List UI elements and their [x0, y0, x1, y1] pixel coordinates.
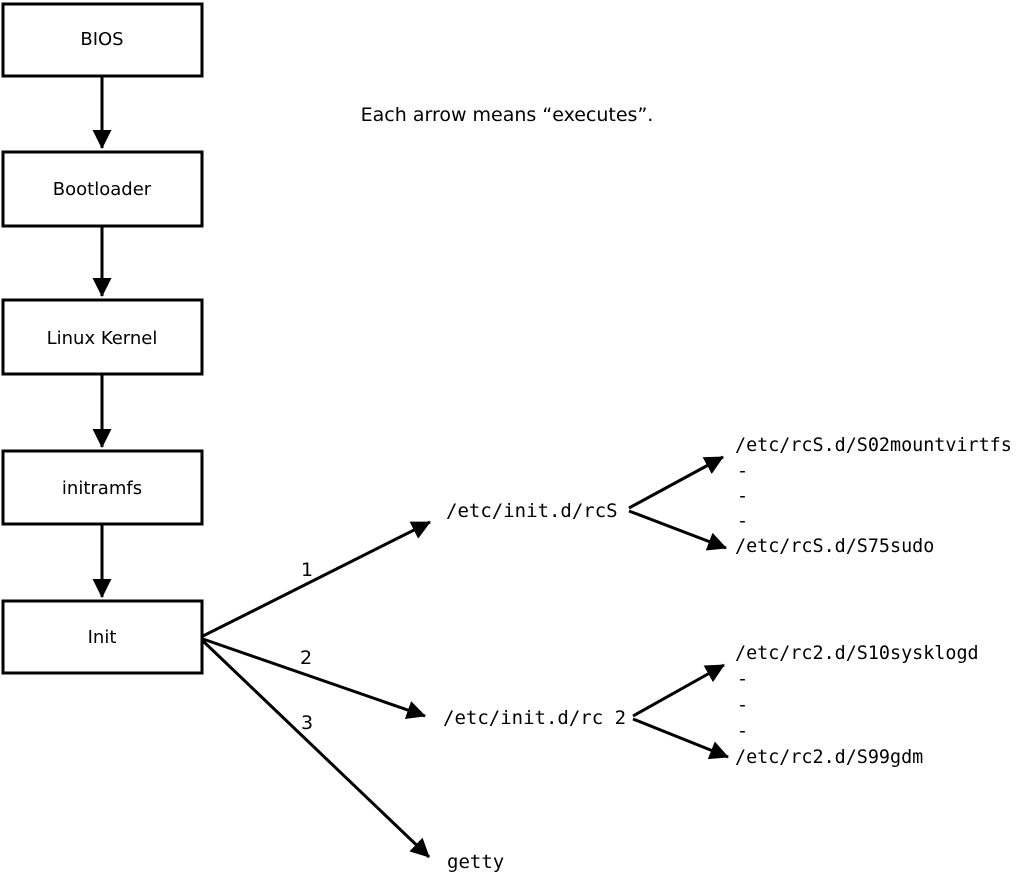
rcs-child-s02mountvirtfs: /etc/rcS.d/S02mountvirtfs: [735, 435, 1012, 456]
rcs-child-dash-1: -: [737, 461, 748, 482]
arrow-label-1: 1: [301, 559, 313, 581]
arrow-label-2: 2: [300, 647, 312, 669]
box-init: [1, 599, 204, 675]
arrow-init-to-rc2: [202, 637, 426, 720]
box-bios: [1, 2, 204, 78]
target-getty: getty: [447, 851, 504, 873]
rc2-child-dash-3: -: [737, 721, 748, 742]
box-label-bios: BIOS: [80, 29, 123, 50]
box-label-initramfs: initramfs: [62, 478, 142, 499]
box-bootloader: [1, 150, 204, 228]
box-label-bootloader: Bootloader: [53, 179, 152, 200]
arrow-rc2-to-s99gdm: [632, 717, 729, 760]
arrow-label-3: 3: [301, 712, 313, 734]
rc2-child-s10sysklogd: /etc/rc2.d/S10sysklogd: [735, 643, 979, 664]
box-label-init: Init: [88, 627, 117, 648]
rc2-child-s99gdm: /etc/rc2.d/S99gdm: [735, 747, 923, 768]
box-label-linux-kernel: Linux Kernel: [47, 328, 158, 349]
rcs-child-dash-2: -: [737, 486, 748, 507]
target-rcs-script: /etc/init.d/rcS: [446, 500, 618, 522]
box-linux-kernel: [1, 298, 204, 376]
rc2-child-dash-1: -: [737, 669, 748, 690]
arrow-init-to-getty: [201, 639, 431, 859]
target-rc2-script: /etc/init.d/rc 2: [443, 707, 626, 729]
arrow-rcs-to-s75sudo: [628, 509, 727, 551]
rcs-child-dash-3: -: [737, 511, 748, 532]
rc2-child-dash-2: -: [737, 695, 748, 716]
arrow-init-to-rcs: [202, 520, 431, 638]
arrow-rc2-to-s10sysklogd: [632, 663, 725, 718]
rcs-child-s75sudo: /etc/rcS.d/S75sudo: [735, 536, 934, 557]
arrow-rcs-to-s02mountvirtfs: [628, 455, 724, 510]
legend-note: Each arrow means “executes”.: [361, 104, 654, 126]
box-initramfs: [1, 449, 204, 526]
